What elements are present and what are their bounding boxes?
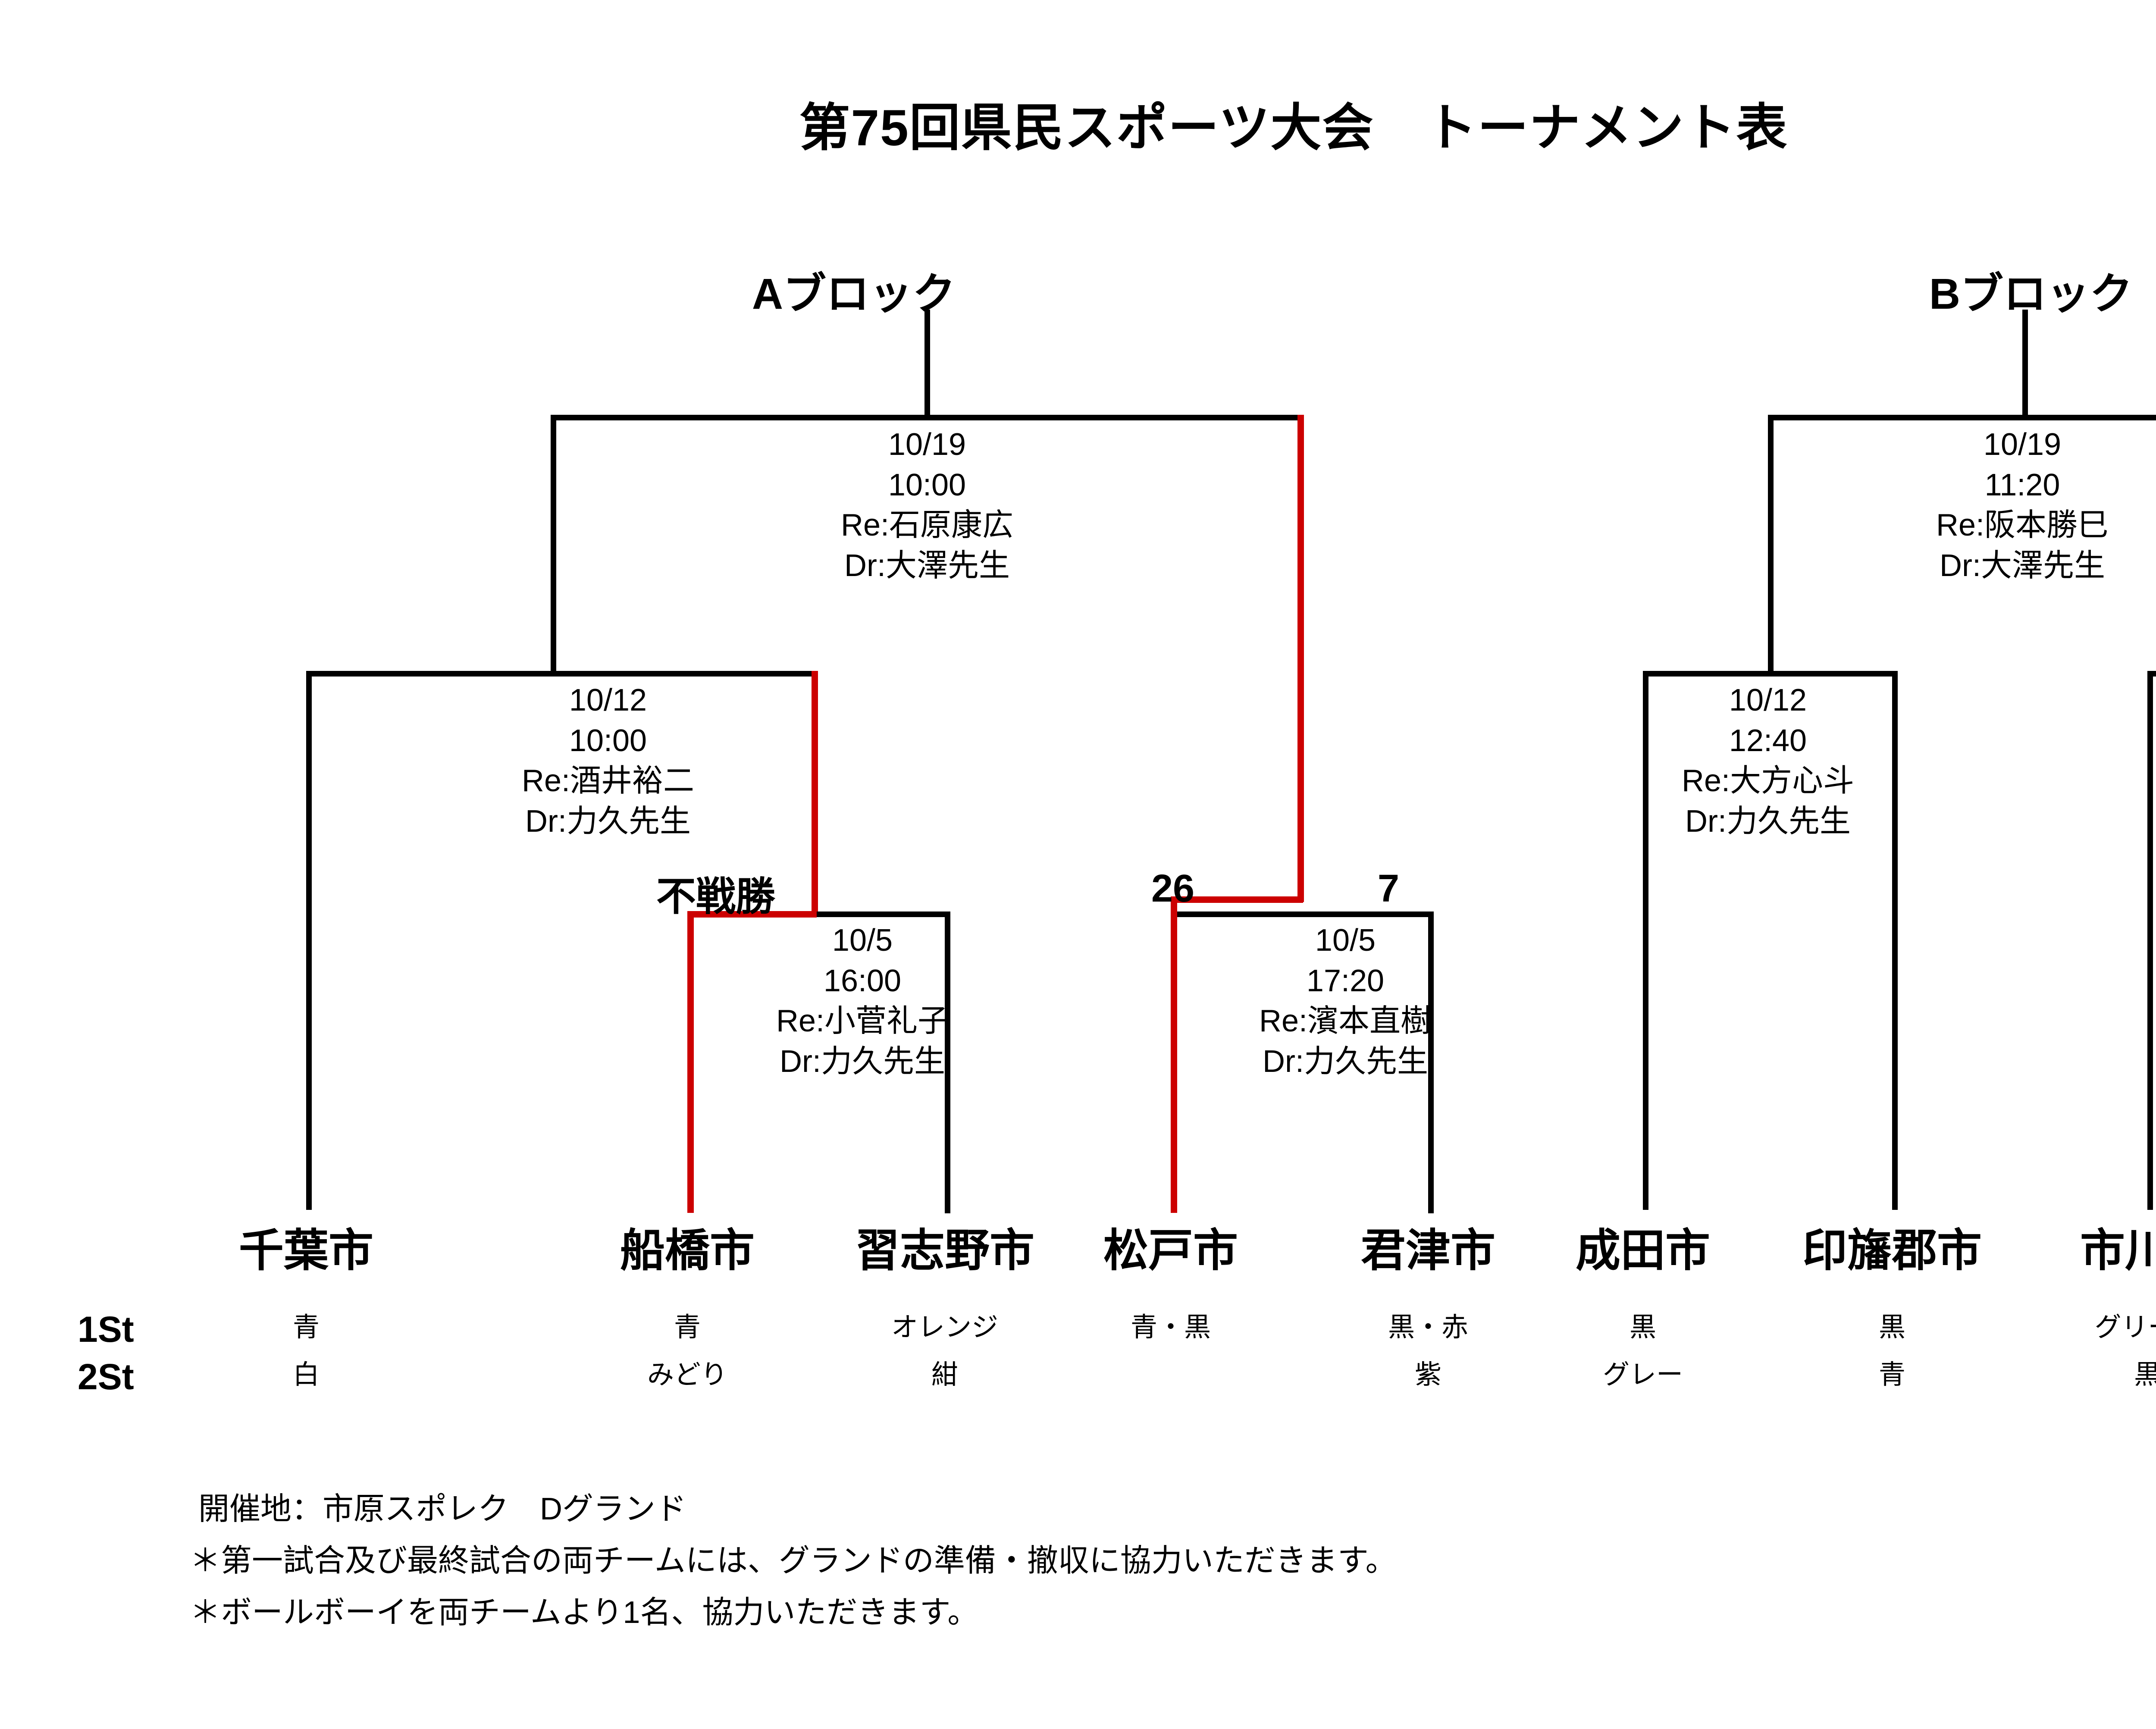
match-time: 10:00 <box>888 467 966 502</box>
bracket-line-a-final-bar <box>551 415 1303 420</box>
match-time: 17:20 <box>1306 963 1385 998</box>
block-heading-a: Aブロック <box>752 270 956 318</box>
bracket-line-a-final-stem <box>924 310 930 417</box>
team-name-narashino: 習志野市 <box>855 1226 1034 1276</box>
uniform-1st-inbagun: 黒 <box>1878 1312 1905 1342</box>
bye-label: 不戦勝 <box>656 875 775 919</box>
page-title: 第75回県民スポーツ大会 トーナメント表 <box>799 100 1788 157</box>
match-referee: Re:酒井裕二 <box>521 764 695 799</box>
match-info-b-semi-right: 10/12 11:20 Re:田中亮輔 Dr:力久先生 <box>2085 680 2156 842</box>
match-referee: Re:濱本直樹 <box>1259 1004 1432 1039</box>
match-date: 10/19 <box>1983 427 2062 462</box>
match-date: 10/12 <box>569 683 647 717</box>
uniform-row-label-1st: 1St <box>78 1309 134 1350</box>
uniform-1st-chiba: 青 <box>292 1312 320 1342</box>
team-name-inbagun: 印旛郡市 <box>1802 1226 1982 1276</box>
footer-note-1: ＊第一試合及び最終試合の両チームには、グランドの準備・撤収に協力いただきます。 <box>190 1544 1397 1578</box>
bracket-line-b-final-left-leg <box>1768 415 1774 673</box>
match-doctor: Dr:大澤先生 <box>844 548 1010 583</box>
winner-path-a-r1-left-bar <box>687 911 817 918</box>
bracket-line-a-r1-right-bar <box>1171 911 1434 917</box>
match-time: 11:20 <box>2085 721 2156 761</box>
team-name-narita: 成田市 <box>1575 1226 1710 1276</box>
match-referee: Re:田中亮輔 <box>2085 761 2156 802</box>
match-date: 10/12 <box>2085 680 2156 721</box>
team-name-chiba: 千葉市 <box>238 1226 373 1276</box>
winner-path-team-funabashi <box>687 911 694 1213</box>
bracket-line-a-semi-left-leg <box>306 671 312 1210</box>
uniform-2st-narita: グレー <box>1602 1360 1683 1390</box>
winner-path-a-r1-right-bar <box>1171 896 1303 903</box>
team-name-kisarazu: 君津市 <box>1360 1226 1495 1276</box>
winner-path-a-semi-right-leg <box>812 671 818 917</box>
match-time: 10:00 <box>569 723 647 758</box>
block-heading-b: Bブロック <box>1929 270 2133 318</box>
bracket-line-b-final-bar <box>1768 415 2156 420</box>
match-info-a-final: 10/19 10:00 Re:石原康広 Dr:大澤先生 <box>733 425 1121 586</box>
match-info-a-r1-left: 10/5 16:00 Re:小菅礼子 Dr:力久先生 <box>673 921 1052 1082</box>
uniform-1st-funabashi: 青 <box>674 1312 701 1342</box>
bracket-line-a-semi-bar <box>306 671 817 677</box>
match-info-b-semi-left: 10/12 12:40 Re:大方心斗 Dr:力久先生 <box>1578 680 1958 842</box>
team-name-funabashi: 船橋市 <box>620 1226 755 1276</box>
footer-venue: 開催地：市原スポレク Dグランド <box>198 1492 686 1526</box>
match-doctor: Dr:大澤先生 <box>1940 548 2105 583</box>
match-doctor: Dr:力久先生 <box>1685 804 1851 839</box>
match-date: 10/5 <box>832 923 893 958</box>
uniform-1st-kisarazu: 黒・赤 <box>1388 1312 1468 1342</box>
footer-note-2: ＊ボールボーイを両チームより1名、協力いただきます。 <box>190 1595 979 1630</box>
uniform-1st-narita: 黒 <box>1629 1312 1656 1342</box>
uniform-1st-ichikawa: グリーン <box>2094 1312 2156 1342</box>
winner-path-a-final-right-leg <box>1297 415 1304 902</box>
match-referee: Re:阪本勝巳 <box>1936 508 2109 543</box>
team-name-matsudo: 松戸市 <box>1103 1226 1238 1276</box>
match-time: 12:40 <box>1729 723 1807 758</box>
match-doctor: Dr:力久先生 <box>525 804 691 839</box>
uniform-2st-kisarazu: 紫 <box>1414 1360 1442 1390</box>
match-referee: Re:石原康広 <box>840 508 1014 543</box>
match-doctor: Dr:力久先生 <box>780 1044 945 1079</box>
bracket-line-b-semi-left-bar <box>1643 671 1897 677</box>
bracket-line-team-narita <box>1643 671 1648 1210</box>
match-info-a-r1-right: 10/5 17:20 Re:濱本直樹 Dr:力久先生 <box>1156 921 1535 1082</box>
uniform-2st-narashino: 紺 <box>931 1360 958 1390</box>
bracket-line-team-narashino <box>945 911 950 1213</box>
bracket-line-team-inbagun <box>1892 671 1898 1210</box>
match-info-b-final: 10/19 11:20 Re:阪本勝巳 Dr:大澤先生 <box>1828 425 2156 586</box>
match-date: 10/19 <box>888 427 966 462</box>
match-date: 10/5 <box>1315 923 1376 958</box>
uniform-2st-inbagun: 青 <box>1878 1360 1905 1390</box>
bracket-line-team-ichikawa <box>2147 671 2153 1210</box>
uniform-2st-ichikawa: 黒 <box>2134 1360 2156 1390</box>
uniform-row-label-2st: 2St <box>78 1356 134 1397</box>
score-right-kisarazu: 7 <box>1377 867 1400 910</box>
match-date: 10/12 <box>1729 683 1807 717</box>
bracket-line-a-final-left-leg <box>551 415 556 673</box>
match-doctor: Dr:力久先生 <box>1263 1044 1428 1079</box>
match-referee: Re:大方心斗 <box>1681 764 1855 799</box>
match-doctor: Dr:力久先生 <box>2085 802 2156 842</box>
match-time: 11:20 <box>1984 467 2060 502</box>
uniform-1st-narashino: オレンジ <box>891 1312 998 1342</box>
uniform-1st-matsudo: 青・黒 <box>1130 1312 1211 1342</box>
bracket-line-b-final-stem <box>2022 310 2028 417</box>
bracket-line-team-kisarazu <box>1428 911 1434 1213</box>
winner-path-team-matsudo <box>1171 896 1177 1213</box>
match-referee: Re:小菅礼子 <box>776 1004 949 1039</box>
match-info-a-semi: 10/12 10:00 Re:酒井裕二 Dr:力久先生 <box>414 680 802 842</box>
uniform-2st-funabashi: みどり <box>647 1360 727 1390</box>
score-left-matsudo: 26 <box>1151 867 1195 910</box>
uniform-2st-chiba: 白 <box>292 1360 320 1390</box>
match-time: 16:00 <box>823 963 902 998</box>
team-name-ichikawa: 市川市 <box>2080 1226 2156 1276</box>
